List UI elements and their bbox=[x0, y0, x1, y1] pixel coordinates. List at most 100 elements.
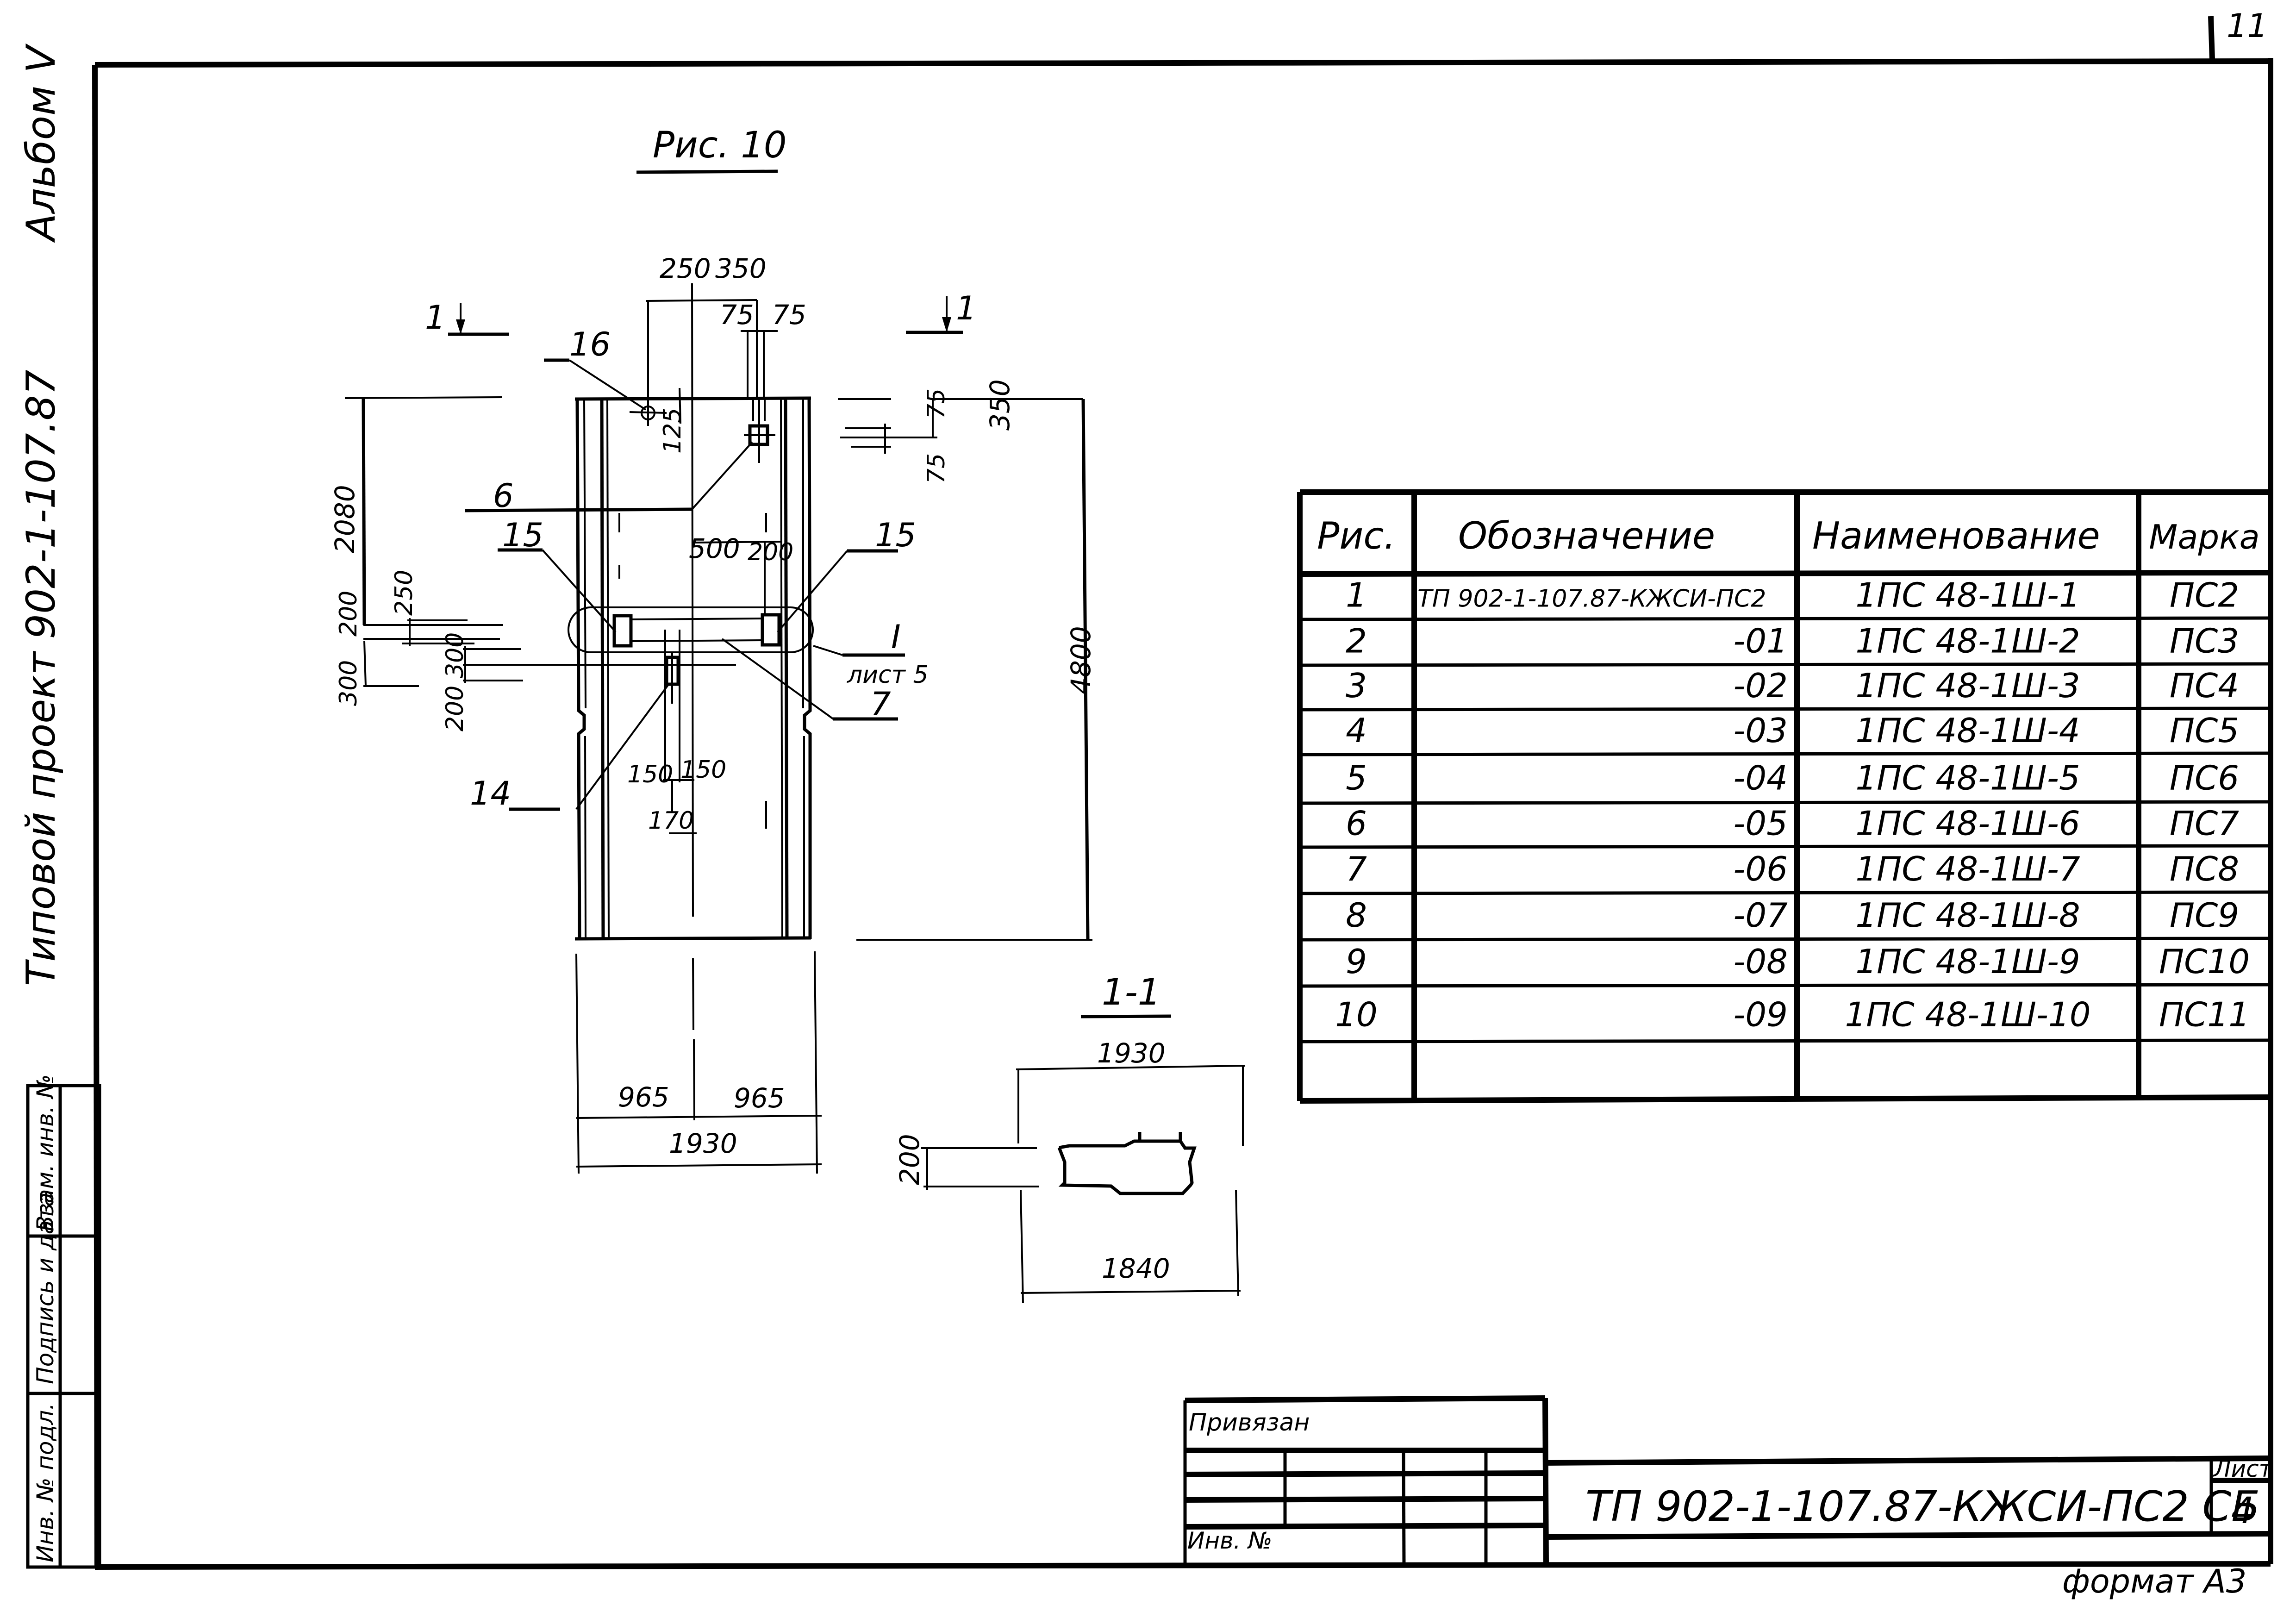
table-row-name: 1ПС 48-1Ш-1 bbox=[1855, 576, 2080, 615]
dim-150b: 150 bbox=[680, 756, 726, 784]
table-row-name: 1ПС 48-1Ш-2 bbox=[1855, 621, 2080, 660]
dim-left-2080: 2080 bbox=[329, 485, 361, 553]
dim-mid-300: 300 bbox=[441, 632, 469, 678]
callout-15-left: 15 bbox=[502, 516, 543, 554]
table-row-divider bbox=[1299, 800, 2271, 805]
table-row-divider bbox=[1299, 662, 2271, 667]
project-label: Типовой проект 902-1-107.87 bbox=[18, 370, 64, 986]
dim-section-1930: 1930 bbox=[1097, 1037, 1166, 1069]
section-1-1-profile bbox=[921, 1065, 1246, 1304]
table-row-mark: ПС3 bbox=[2170, 621, 2239, 660]
table-row-mark: ПС7 bbox=[2170, 804, 2239, 843]
format-label: формат А3 bbox=[2062, 1562, 2246, 1600]
callout-15-right: 15 bbox=[875, 516, 916, 554]
table-row-name: 1ПС 48-1Ш-6 bbox=[1855, 804, 2080, 843]
margin-cell-replacement-inv: Взам. инв. № bbox=[32, 1074, 59, 1231]
section-title-underline bbox=[1080, 1014, 1172, 1018]
dim-left-200: 200 bbox=[335, 591, 362, 637]
header-fig: Рис. bbox=[1317, 514, 1396, 557]
table-row-divider bbox=[1299, 937, 2271, 942]
table-row-name: 1ПС 48-1Ш-5 bbox=[1855, 759, 2080, 798]
table-row-mark: ПС5 bbox=[2170, 711, 2239, 750]
table-row-designation: -08 bbox=[1733, 942, 1788, 981]
sheet-label: Лист bbox=[2213, 1455, 2273, 1482]
figure-title-underline bbox=[636, 169, 778, 174]
table-row-designation: -03 bbox=[1733, 711, 1788, 750]
table-row-mark: ПС8 bbox=[2170, 849, 2239, 888]
table-row-divider bbox=[1299, 706, 2271, 712]
table-row-designation: ТП 902-1-107.87-КЖСИ-ПС2 bbox=[1417, 585, 1766, 613]
dim-overall-4800: 4800 bbox=[1065, 626, 1097, 694]
dim-section-200: 200 bbox=[894, 1134, 925, 1185]
dim-top-75a: 75 bbox=[720, 299, 754, 331]
table-row-fig: 8 bbox=[1346, 896, 1367, 935]
table-row-designation: -02 bbox=[1733, 666, 1788, 705]
title-block bbox=[1183, 1395, 2271, 1567]
table-row-mark: ПС6 bbox=[2170, 759, 2239, 798]
table-row-name: 1ПС 48-1Ш-3 bbox=[1855, 666, 2080, 705]
table-row-designation: -09 bbox=[1733, 995, 1788, 1034]
table-row-fig: 5 bbox=[1346, 759, 1367, 798]
dim-125: 125 bbox=[659, 408, 686, 454]
table-row-divider bbox=[1299, 1038, 2271, 1043]
table-row-fig: 4 bbox=[1346, 711, 1367, 750]
dim-right-75b: 75 bbox=[923, 453, 950, 484]
callout-7: 7 bbox=[870, 685, 891, 723]
table-row-fig: 10 bbox=[1335, 995, 1378, 1034]
dim-top-350: 350 bbox=[715, 253, 767, 284]
dim-150a: 150 bbox=[627, 761, 673, 788]
callout-detail-ref: I bbox=[891, 618, 901, 656]
table-row-fig: 9 bbox=[1346, 942, 1367, 981]
table-row-fig: 3 bbox=[1346, 666, 1367, 705]
section-mark-left: 1 bbox=[425, 299, 509, 337]
svg-text:1: 1 bbox=[425, 299, 446, 337]
dim-left-300: 300 bbox=[335, 660, 362, 706]
table-row-divider bbox=[1299, 616, 2271, 621]
panel-plan-view bbox=[465, 283, 905, 1121]
table-row-name: 1ПС 48-1Ш-10 bbox=[1845, 995, 2090, 1034]
bound-label: Привязан bbox=[1189, 1409, 1310, 1437]
table-row-designation: -07 bbox=[1733, 896, 1788, 935]
callout-16: 16 bbox=[569, 325, 611, 363]
table-row-designation: -01 bbox=[1733, 621, 1788, 660]
sheet-frame bbox=[92, 16, 2273, 1570]
table-row-mark: ПС2 bbox=[2170, 576, 2239, 615]
dim-section-1840: 1840 bbox=[1102, 1253, 1170, 1284]
dim-170: 170 bbox=[648, 807, 694, 835]
table-row-mark: ПС4 bbox=[2170, 666, 2239, 705]
table-row-mark: ПС11 bbox=[2159, 995, 2250, 1034]
table-row-divider bbox=[1299, 751, 2271, 756]
dim-right-350: 350 bbox=[984, 379, 1016, 431]
table-row-designation: -06 bbox=[1733, 849, 1788, 888]
inventory-label: Инв. № bbox=[1187, 1527, 1272, 1554]
dim-left-250: 250 bbox=[390, 570, 418, 616]
section-mark-right: 1 bbox=[906, 289, 977, 334]
table-row-name: 1ПС 48-1Ш-7 bbox=[1855, 849, 2080, 888]
dim-200: 200 bbox=[748, 538, 793, 566]
dim-bottom-965a: 965 bbox=[618, 1081, 669, 1113]
table-row-fig: 1 bbox=[1346, 576, 1367, 615]
table-row-fig: 6 bbox=[1346, 804, 1367, 843]
dim-right-75a: 75 bbox=[923, 388, 950, 419]
table-row-divider bbox=[1299, 890, 2271, 895]
corner-page-number: 11 bbox=[2227, 7, 2268, 45]
album-label: Альбом V bbox=[18, 44, 64, 243]
spec-table bbox=[1297, 489, 2271, 1104]
sheet-number: 4 bbox=[2231, 1490, 2254, 1532]
table-row-designation: -05 bbox=[1733, 804, 1788, 843]
table-row-divider bbox=[1299, 844, 2271, 849]
dimension-lines bbox=[344, 299, 1092, 1174]
section-title: 1-1 bbox=[1102, 972, 1160, 1013]
dim-bottom-1930: 1930 bbox=[669, 1128, 737, 1159]
header-mark: Марка bbox=[2149, 518, 2260, 556]
dim-top-250: 250 bbox=[660, 253, 711, 284]
margin-cell-signature-date: Подпись и дата bbox=[32, 1193, 59, 1384]
callout-6: 6 bbox=[493, 477, 514, 515]
dim-bottom-965b: 965 bbox=[734, 1082, 785, 1114]
table-row-name: 1ПС 48-1Ш-8 bbox=[1855, 896, 2080, 935]
table-row-designation: -04 bbox=[1733, 759, 1788, 798]
svg-text:1: 1 bbox=[956, 289, 977, 327]
dim-mid-200: 200 bbox=[441, 686, 469, 731]
table-row-divider bbox=[1299, 983, 2271, 988]
